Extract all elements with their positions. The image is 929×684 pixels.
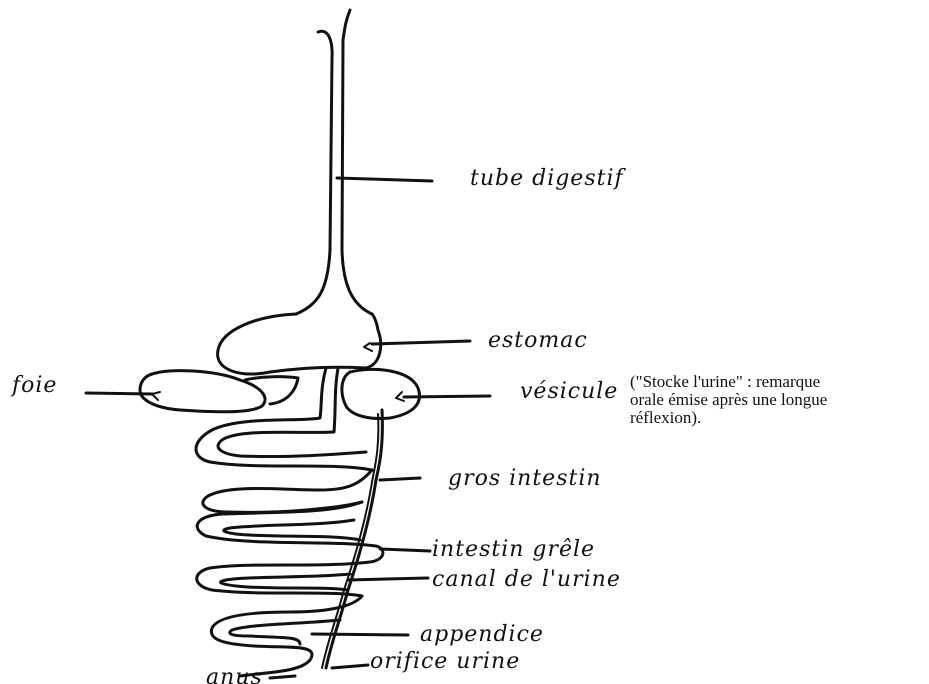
leader-intestin-grele bbox=[380, 549, 430, 551]
label-appendice: appendice bbox=[420, 622, 544, 647]
liver-lobe-outline bbox=[245, 377, 298, 404]
note-line-2: orale émise après une longue bbox=[630, 391, 929, 409]
label-intestin-grele: intestin grêle bbox=[432, 537, 595, 562]
note-line-3: réflexion). bbox=[630, 409, 929, 427]
leader-anus bbox=[270, 676, 295, 678]
large-intestine-coils bbox=[196, 368, 372, 512]
stomach-outline bbox=[218, 314, 381, 374]
leader-appendice bbox=[312, 634, 408, 635]
leader-foie bbox=[86, 393, 152, 394]
label-tube-digestif: tube digestif bbox=[470, 166, 626, 191]
leader-tube bbox=[337, 178, 432, 181]
label-canal-urine: canal de l'urine bbox=[432, 567, 621, 592]
liver-outline bbox=[140, 371, 265, 412]
leader-orifice bbox=[332, 665, 368, 668]
label-orifice-urine: orifice urine bbox=[370, 649, 520, 674]
leader-gros-intestin bbox=[380, 478, 420, 480]
leader-estomac bbox=[372, 341, 470, 344]
esophagus-outline bbox=[296, 10, 372, 314]
label-estomac: estomac bbox=[488, 328, 588, 353]
label-anus: anus bbox=[206, 665, 263, 684]
small-intestine-coils bbox=[197, 502, 383, 676]
label-foie: foie bbox=[10, 373, 57, 398]
leader-vesicule bbox=[404, 396, 490, 397]
label-gros-intestin: gros intestin bbox=[448, 466, 602, 491]
leader-lines bbox=[86, 178, 490, 678]
label-vesicule: vésicule bbox=[520, 379, 618, 404]
note-line-1: ("Stocke l'urine" : remarque bbox=[630, 373, 929, 391]
oral-remark-note: ("Stocke l'urine" : remarque orale émise… bbox=[630, 373, 929, 427]
leader-canal bbox=[348, 578, 428, 580]
